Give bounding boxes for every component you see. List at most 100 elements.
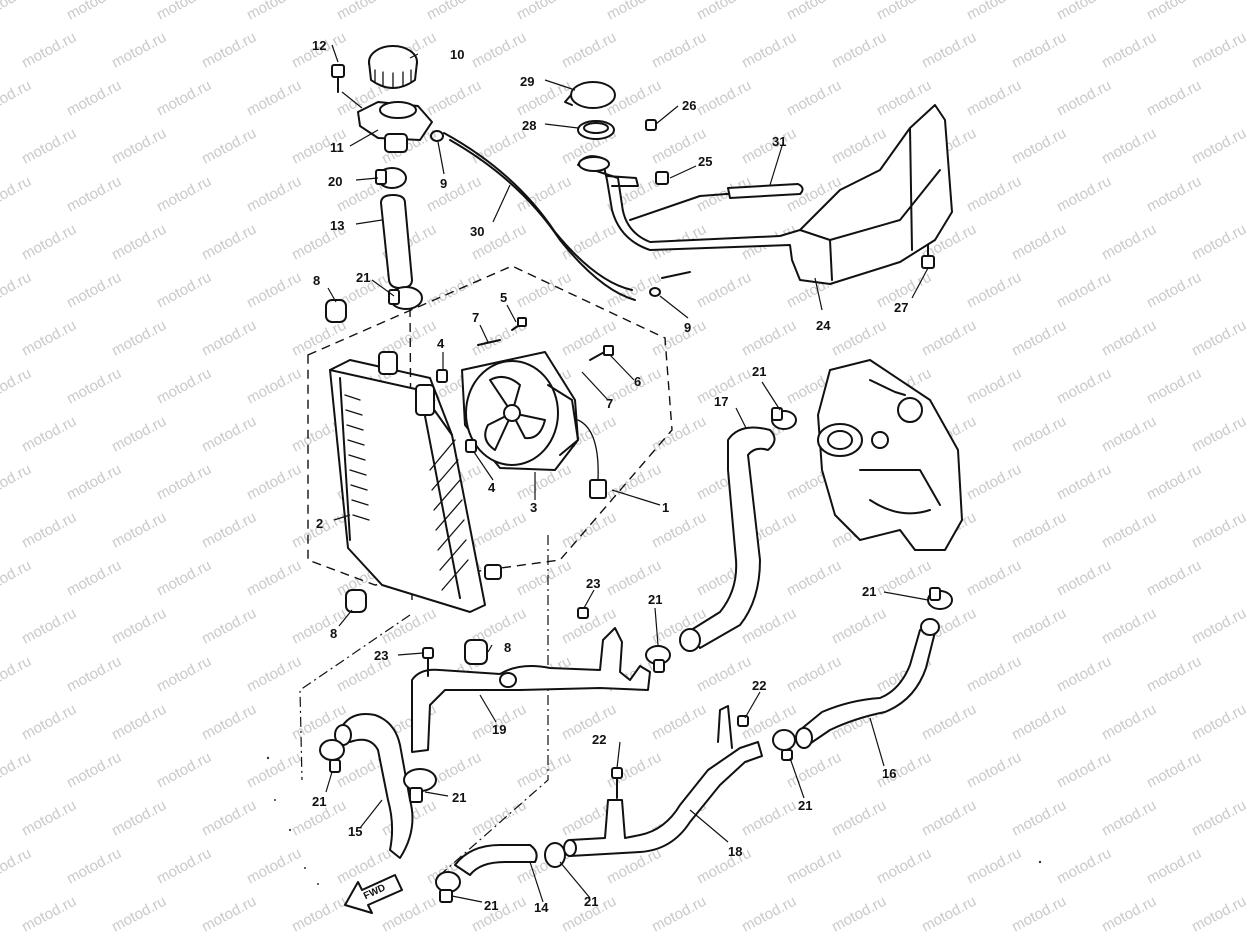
bolt-26 (645, 119, 657, 131)
watermark-text-264: motod.ru (1054, 845, 1114, 888)
watermark-text-21: motod.ru (649, 29, 709, 72)
watermark-text-72: motod.ru (199, 221, 259, 264)
watermark-text-113: motod.ru (64, 365, 124, 408)
watermark-text-248: motod.ru (919, 797, 979, 840)
watermark-text-86: motod.ru (154, 269, 214, 312)
callout-23-lower: 23 (374, 648, 388, 663)
watermark-text-27: motod.ru (1189, 29, 1249, 72)
watermark-text-196: motod.ru (0, 653, 34, 696)
leader-lines (325, 44, 929, 903)
callout-5: 5 (500, 290, 507, 305)
watermark-text-109: motod.ru (1009, 317, 1069, 360)
watermark-text-252: motod.ru (0, 845, 34, 888)
forward-direction-arrow: FWD (344, 874, 403, 914)
watermark-text-43: motod.ru (109, 125, 169, 168)
callout-9-upper: 9 (440, 176, 447, 191)
watermark-text-138: motod.ru (1099, 413, 1159, 456)
watermark-text-227: motod.ru (244, 749, 304, 792)
callout-28: 28 (522, 118, 536, 133)
watermark-text-197: motod.ru (64, 653, 124, 696)
watermark-text-29: motod.ru (64, 77, 124, 120)
grommet-8c (464, 639, 488, 665)
watermark-text-191: motod.ru (829, 605, 889, 648)
watermark-text-249: motod.ru (1009, 797, 1069, 840)
watermark-text-87: motod.ru (244, 269, 304, 312)
callout-9-lower: 9 (684, 320, 691, 335)
watermark-text-68: motod.ru (1054, 173, 1114, 216)
watermark-text-11: motod.ru (964, 0, 1024, 24)
watermark-text-224: motod.ru (0, 749, 34, 792)
watermark-text-210: motod.ru (19, 701, 79, 744)
watermark-text-140: motod.ru (0, 461, 34, 504)
callout-21-upper: 21 (356, 270, 370, 285)
watermark-text-209: motod.ru (1144, 653, 1204, 696)
radiator (329, 351, 502, 613)
callout-3: 3 (530, 500, 537, 515)
watermark-text-204: motod.ru (694, 653, 754, 696)
watermark-text-40: motod.ru (1054, 77, 1114, 120)
watermark-text-76: motod.ru (559, 221, 619, 264)
callout-21-hose15-left: 21 (312, 794, 326, 809)
grommet-4a (436, 369, 448, 383)
watermark-text-174: motod.ru (514, 557, 574, 600)
callout-22-lower: 22 (592, 732, 606, 747)
watermark-text-39: motod.ru (964, 77, 1024, 120)
hose-clamp-21-17 (771, 407, 797, 430)
callout-18: 18 (728, 844, 742, 859)
assembly-guide-line-right (439, 535, 549, 876)
watermark-text-251: motod.ru (1189, 797, 1249, 840)
screw-6 (589, 345, 614, 361)
watermark-text-12: motod.ru (1054, 0, 1114, 24)
watermark-text-56: motod.ru (0, 173, 34, 216)
grommet-8b (345, 589, 367, 613)
watermark-text-2: motod.ru (154, 0, 214, 24)
watermark-text-154: motod.ru (19, 509, 79, 552)
watermark-text-265: motod.ru (1144, 845, 1204, 888)
watermark-text-156: motod.ru (199, 509, 259, 552)
watermark-text-127: motod.ru (109, 413, 169, 456)
watermark-text-69: motod.ru (1144, 173, 1204, 216)
watermark-text-170: motod.ru (154, 557, 214, 600)
callout-21-hose16-upper: 21 (862, 584, 876, 599)
watermark-text-30: motod.ru (154, 77, 214, 120)
watermark-text-123: motod.ru (964, 365, 1024, 408)
watermark-text-239: motod.ru (109, 797, 169, 840)
watermark-text-143: motod.ru (244, 461, 304, 504)
watermark-text-115: motod.ru (244, 365, 304, 408)
watermark-text-223: motod.ru (1189, 701, 1249, 744)
hose-31 (727, 183, 804, 199)
hose-14 (454, 844, 538, 876)
callout-21-hose15-right: 21 (452, 790, 466, 805)
watermark-text-105: motod.ru (649, 317, 709, 360)
watermark-text-142: motod.ru (154, 461, 214, 504)
watermark-text-211: motod.ru (109, 701, 169, 744)
bolt-12 (331, 64, 345, 93)
callout-11: 11 (330, 140, 344, 155)
watermark-text-61: motod.ru (424, 173, 484, 216)
watermark-text-108: motod.ru (919, 317, 979, 360)
watermark-text-112: motod.ru (0, 365, 34, 408)
watermark-text-31: motod.ru (244, 77, 304, 120)
watermark-text-153: motod.ru (1144, 461, 1204, 504)
watermark-text-23: motod.ru (829, 29, 889, 72)
watermark-text-269: motod.ru (289, 893, 349, 936)
watermark-text-208: motod.ru (1054, 653, 1114, 696)
watermark-text-205: motod.ru (784, 653, 844, 696)
watermark-text-133: motod.ru (649, 413, 709, 456)
watermark-text-261: motod.ru (784, 845, 844, 888)
callout-6: 6 (634, 374, 641, 389)
watermark-text-24: motod.ru (919, 29, 979, 72)
watermark-text-141: motod.ru (64, 461, 124, 504)
watermark-text-89: motod.ru (424, 269, 484, 312)
callout-31: 31 (772, 134, 786, 149)
watermark-text-155: motod.ru (109, 509, 169, 552)
watermark-text-98: motod.ru (19, 317, 79, 360)
watermark-text-28: motod.ru (0, 77, 34, 120)
watermark-text-67: motod.ru (964, 173, 1024, 216)
watermark-text-247: motod.ru (829, 797, 889, 840)
callout-19: 19 (492, 722, 506, 737)
watermark-text-100: motod.ru (199, 317, 259, 360)
callout-23-upper: 23 (586, 576, 600, 591)
watermark-text-193: motod.ru (1009, 605, 1069, 648)
watermark-text-58: motod.ru (154, 173, 214, 216)
